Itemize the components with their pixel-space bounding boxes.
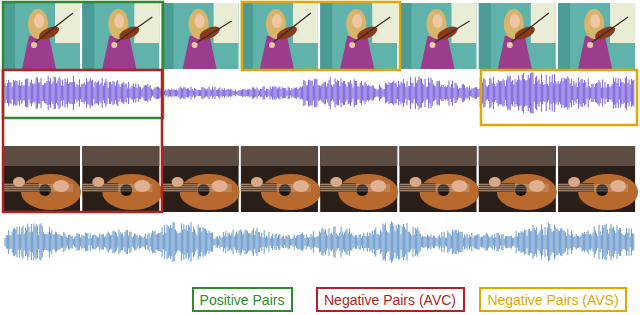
legend-swatch: Negative Pairs (AVC) bbox=[316, 287, 465, 312]
video-frame bbox=[241, 146, 321, 212]
legend-swatch: Positive Pairs bbox=[192, 287, 293, 312]
pair-bracket-box bbox=[3, 70, 162, 212]
video-frame bbox=[479, 3, 556, 69]
video-frame bbox=[241, 3, 318, 69]
video-frame bbox=[162, 3, 239, 69]
violin-frames bbox=[3, 3, 635, 69]
video-frame bbox=[479, 146, 557, 212]
video-frame bbox=[3, 3, 80, 69]
video-frame bbox=[82, 146, 162, 212]
pair-bracket-box bbox=[3, 2, 163, 118]
legend-label: Negative Pairs (AVS) bbox=[487, 293, 618, 307]
video-frame bbox=[3, 146, 81, 212]
video-frame bbox=[400, 3, 477, 69]
audio-waveform bbox=[5, 221, 634, 263]
pair-bracket-box bbox=[242, 2, 400, 70]
video-frame bbox=[320, 3, 397, 69]
video-frame bbox=[82, 3, 159, 69]
guitar-frames bbox=[3, 146, 638, 212]
video-frame bbox=[162, 146, 240, 212]
video-frame bbox=[558, 3, 635, 69]
legend-label: Negative Pairs (AVC) bbox=[324, 293, 456, 307]
pair-bracket-box bbox=[481, 70, 637, 125]
legend-swatch: Negative Pairs (AVS) bbox=[479, 287, 627, 312]
video-frame bbox=[400, 146, 480, 212]
legend-label: Positive Pairs bbox=[200, 293, 285, 307]
audio-waveform bbox=[5, 73, 634, 114]
video-frame bbox=[558, 146, 638, 212]
video-frame bbox=[320, 146, 398, 212]
